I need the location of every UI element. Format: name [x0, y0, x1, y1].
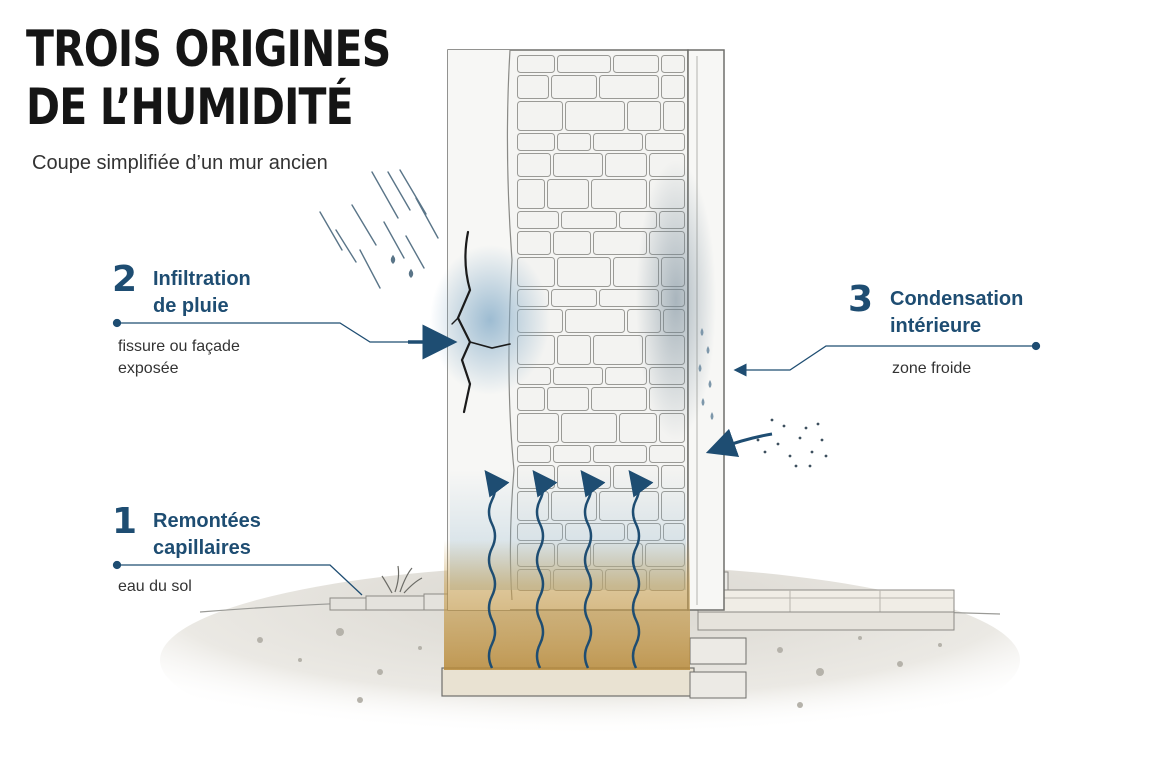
stone-block	[517, 413, 559, 443]
stone-block	[557, 257, 611, 287]
stone-block	[547, 387, 589, 411]
stone-block	[619, 413, 657, 443]
origin-heading: Infiltration de pluie	[153, 268, 251, 317]
stone-block	[547, 179, 589, 209]
stone-block	[661, 55, 685, 73]
title-line-1: TROIS ORIGINES	[26, 20, 391, 78]
stone-block	[561, 413, 617, 443]
stone-block	[517, 55, 555, 73]
stone-block	[553, 445, 591, 463]
stone-block	[553, 231, 591, 255]
origin-label-capillary: 1 Remontées capillaires eau du sol	[112, 504, 352, 604]
stone-block	[517, 75, 549, 99]
stone-block	[517, 211, 559, 229]
stone-block	[645, 133, 685, 151]
capillary-arrow-icon	[580, 469, 606, 669]
capillary-arrow-icon	[484, 469, 510, 669]
stone-block	[557, 55, 611, 73]
stone-block	[517, 179, 545, 209]
leader-line-origin-3	[733, 345, 1036, 377]
stone-block	[593, 335, 643, 365]
origin-heading: Condensation intérieure	[890, 288, 1024, 337]
leader-line-origin-2	[117, 322, 410, 343]
grass-tuft	[381, 565, 423, 594]
stone-block	[561, 211, 617, 229]
stone-block	[551, 75, 597, 99]
stone-block	[517, 445, 551, 463]
rain-icon	[319, 169, 439, 289]
stone-block	[661, 75, 685, 99]
origin-description: fissure ou façade exposée	[118, 338, 240, 377]
stone-block	[593, 133, 643, 151]
stone-block	[551, 289, 597, 307]
stone-block	[663, 101, 685, 131]
stone-block	[591, 387, 647, 411]
stone-block	[517, 133, 555, 151]
crack-icon	[451, 230, 511, 414]
stone-block	[557, 133, 591, 151]
stone-block	[593, 445, 647, 463]
stone-block	[613, 55, 659, 73]
stone-block	[565, 309, 625, 333]
capillary-arrow-icon	[628, 469, 654, 669]
title-line-2: DE L’HUMIDITÉ	[26, 78, 354, 136]
stone-block	[553, 153, 603, 177]
stone-block	[599, 75, 659, 99]
stone-block	[517, 231, 551, 255]
stone-block	[649, 445, 685, 463]
capillary-arrows	[484, 469, 654, 669]
subtitle: Coupe simplifiée d’un mur ancien	[32, 152, 328, 174]
origin-number: 1	[112, 501, 138, 542]
stone-block	[605, 153, 647, 177]
stone-block	[553, 367, 603, 385]
stone-block	[591, 179, 647, 209]
origin-label-infiltration: 2 Infiltration de pluie fissure ou façad…	[112, 262, 352, 382]
leader-lines	[112, 318, 1041, 596]
origin-label-condensation: 3 Condensation intérieure zone froide	[848, 282, 1068, 382]
stone-block	[557, 335, 591, 365]
stone-block	[605, 367, 647, 385]
origin-heading: Remontées capillaires	[153, 510, 261, 559]
stone-block	[517, 387, 545, 411]
stone-block	[517, 101, 563, 131]
stone-block	[517, 153, 551, 177]
page-title: TROIS ORIGINES DE L’HUMIDITÉ	[26, 20, 391, 136]
condensation-droplets-icon	[698, 328, 714, 420]
air-flow-icon	[705, 418, 828, 468]
stone-block	[565, 101, 625, 131]
origin-description: eau du sol	[118, 578, 192, 595]
origin-number: 3	[848, 279, 874, 320]
origin-description: zone froide	[892, 360, 972, 377]
leader-line-origin-1	[117, 564, 363, 596]
stone-block	[627, 101, 661, 131]
capillary-arrow-icon	[532, 469, 558, 669]
origin-number: 2	[112, 259, 138, 300]
exterior-paving	[329, 593, 449, 611]
